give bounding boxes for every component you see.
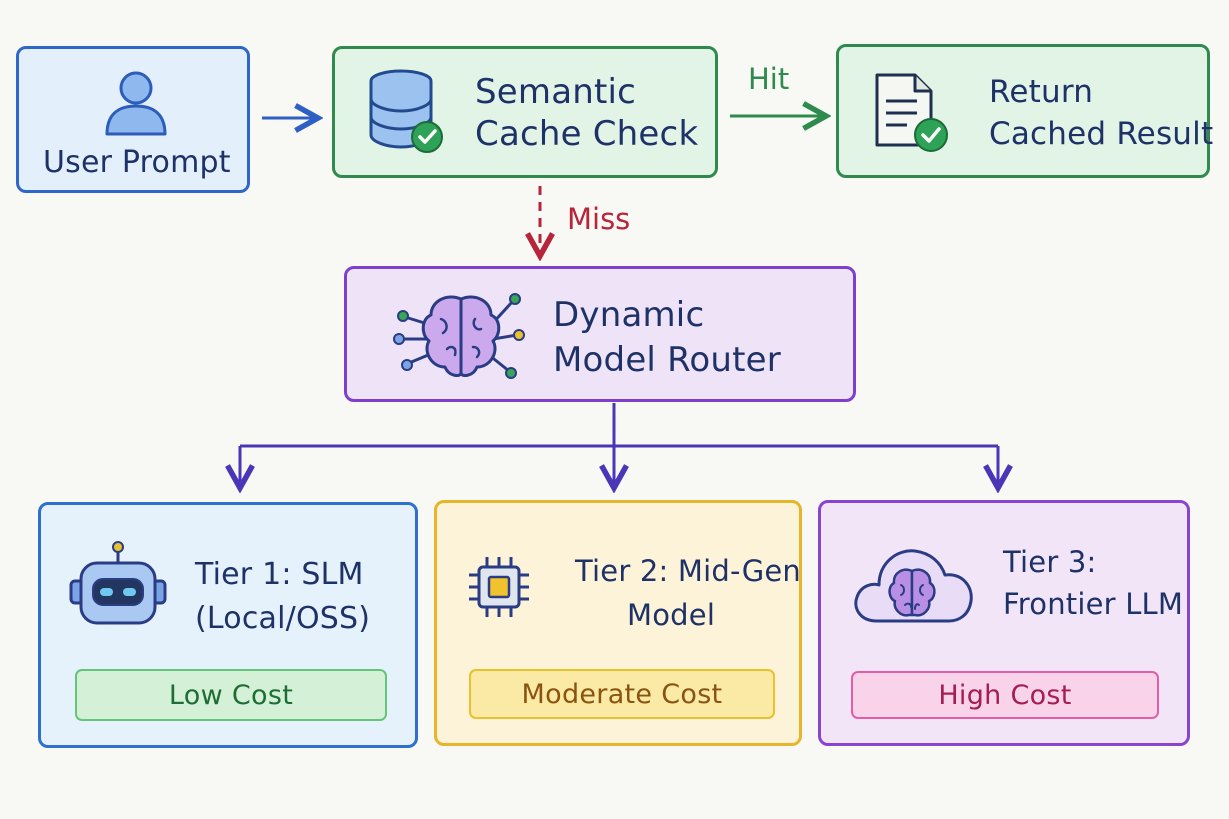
tier2-label-line2: Model xyxy=(627,598,716,632)
cache-check-label: Semantic Cache Check xyxy=(475,71,698,155)
router-label-line2: Model Router xyxy=(553,340,781,380)
tier3-node[interactable]: Tier 3: Frontier LLM High Cost xyxy=(818,500,1190,746)
return-cached-label: Return Cached Result xyxy=(989,71,1213,155)
document-check-icon xyxy=(875,73,948,152)
router-label: Dynamic Model Router xyxy=(553,293,781,383)
tier3-label: Tier 3: Frontier LLM xyxy=(1003,541,1183,625)
tier1-label-line2: (Local/OSS) xyxy=(195,601,371,636)
user-icon xyxy=(105,71,167,136)
miss-edge-label: Miss xyxy=(567,202,631,236)
tier3-label-line2: Frontier LLM xyxy=(1003,587,1184,621)
robot-icon xyxy=(69,541,167,625)
chip-icon xyxy=(469,557,529,617)
cloud-brain-icon xyxy=(854,549,973,623)
user-prompt-label: User Prompt xyxy=(43,145,231,180)
tier1-label-line1: Tier 1: SLM xyxy=(195,557,364,592)
user-prompt-node[interactable]: User Prompt xyxy=(16,46,250,193)
cache-check-label-line1: Semantic xyxy=(475,72,637,112)
tier2-node[interactable]: Tier 2: Mid-Gen Model Moderate Cost xyxy=(434,500,802,746)
tier1-node[interactable]: Tier 1: SLM (Local/OSS) Low Cost xyxy=(38,502,418,748)
tier3-label-line1: Tier 3: xyxy=(1003,545,1097,579)
brain-network-icon xyxy=(393,293,525,379)
router-node[interactable]: Dynamic Model Router xyxy=(344,266,856,402)
hit-edge-label: Hit xyxy=(748,62,790,96)
tier2-label-line1: Tier 2: Mid-Gen xyxy=(575,554,802,588)
return-cached-label-line1: Return xyxy=(989,74,1094,110)
tier1-cost-badge: Low Cost xyxy=(75,669,387,721)
cache-check-label-line2: Cache Check xyxy=(475,114,699,154)
return-cached-node[interactable]: Return Cached Result xyxy=(836,44,1213,178)
arrow-router-fanout xyxy=(240,403,998,488)
cache-check-node[interactable]: Semantic Cache Check xyxy=(332,46,718,178)
tier1-label: Tier 1: SLM (Local/OSS) xyxy=(195,553,370,641)
return-cached-label-line2: Cached Result xyxy=(989,116,1214,152)
tier2-cost-badge: Moderate Cost xyxy=(469,669,775,719)
database-check-icon xyxy=(369,69,443,153)
tier3-cost-badge: High Cost xyxy=(851,671,1159,719)
tier2-label: Tier 2: Mid-Gen Model xyxy=(575,549,801,637)
router-label-line1: Dynamic xyxy=(553,295,705,335)
